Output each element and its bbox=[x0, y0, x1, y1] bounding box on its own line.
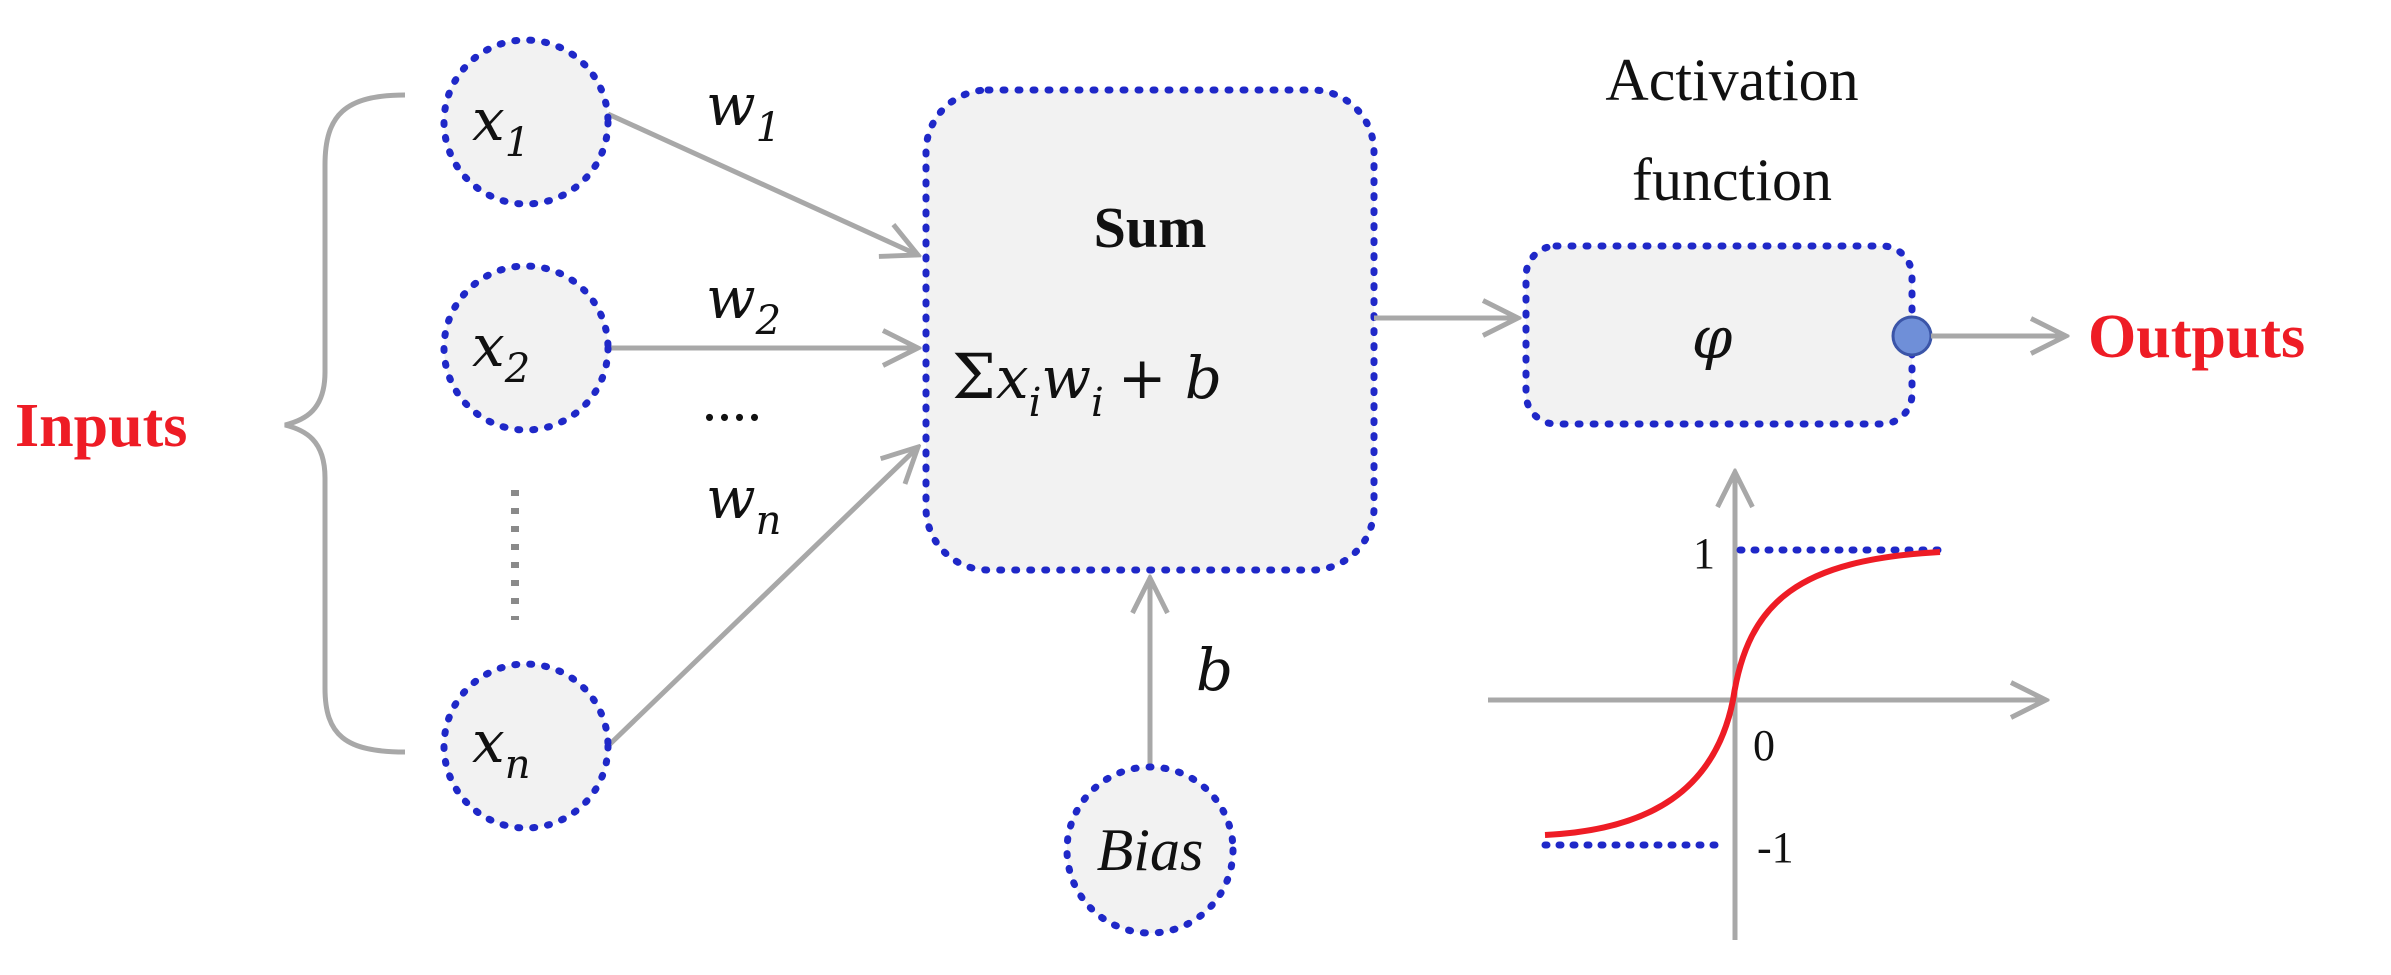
connector-xn-sum bbox=[606, 447, 918, 748]
plot-tick-lower: -1 bbox=[1757, 823, 1794, 872]
svg-text:x1: x1 bbox=[472, 86, 530, 166]
sum-node: Sum Σxiwi+ b bbox=[922, 86, 1378, 574]
phi-symbol: φ bbox=[1692, 304, 1733, 372]
input-node-xn: xn bbox=[440, 660, 612, 832]
bias-node: Bias bbox=[1063, 763, 1237, 937]
inputs-brace bbox=[284, 92, 406, 755]
input-node-x1: x1 bbox=[440, 36, 612, 208]
activation-title-line1: Activation bbox=[1605, 47, 1858, 113]
weights-ellipsis: .... bbox=[702, 367, 762, 433]
connector-x1-sum bbox=[606, 111, 918, 255]
activation-node: φ bbox=[1522, 242, 1916, 428]
sum-formula: Σxiwi+ b bbox=[952, 340, 1222, 426]
weight-w1: w1 bbox=[706, 71, 781, 151]
output-dot bbox=[1891, 315, 1933, 357]
weight-w2: w2 bbox=[706, 264, 781, 344]
svg-text:Bias: Bias bbox=[1097, 817, 1204, 883]
bias-weight-label: b bbox=[1196, 636, 1233, 704]
plot-sigmoid-curve bbox=[1544, 549, 1941, 838]
sum-title: Sum bbox=[1094, 195, 1207, 260]
input-node-x2: x2 bbox=[440, 262, 612, 434]
outputs-label: Outputs bbox=[2088, 303, 2305, 371]
plot-tick-upper: 1 bbox=[1693, 529, 1715, 578]
activation-title-line2: function bbox=[1632, 147, 1832, 213]
weight-wn: wn bbox=[706, 464, 781, 544]
plot-tick-origin: 0 bbox=[1753, 721, 1775, 770]
activation-plot: 1 0 -1 bbox=[1488, 472, 2046, 940]
svg-text:x2: x2 bbox=[472, 312, 530, 392]
svg-text:xn: xn bbox=[472, 708, 530, 788]
inputs-label: Inputs bbox=[15, 392, 187, 460]
